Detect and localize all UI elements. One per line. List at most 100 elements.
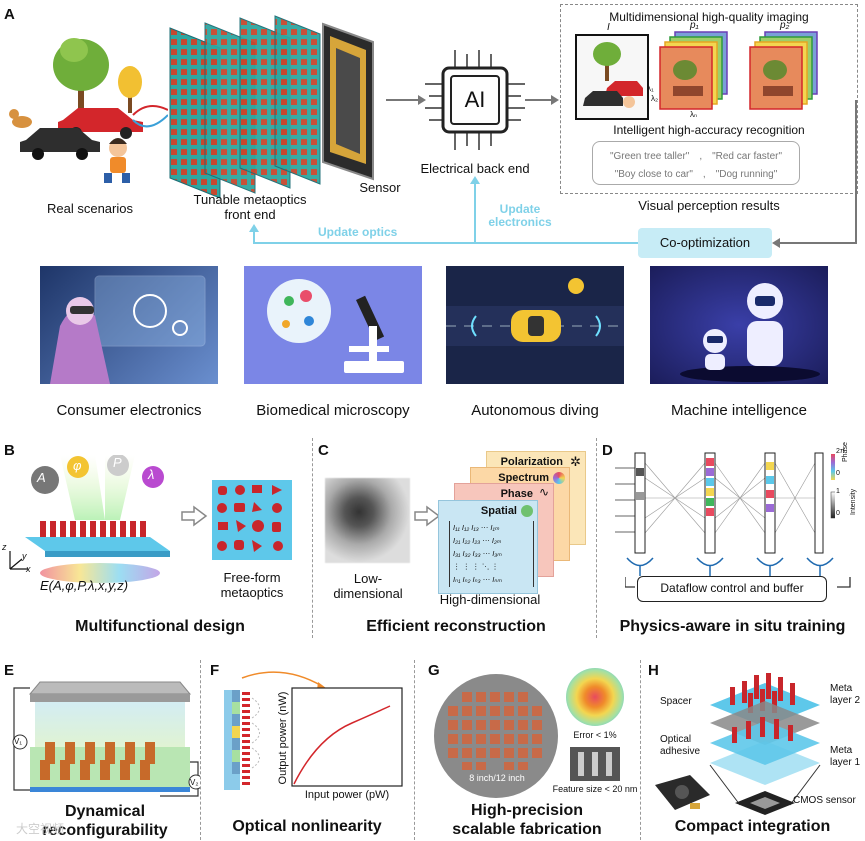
- phase-axis-label: Phase: [842, 442, 849, 462]
- panel-d-title: Physics-aware in situ training: [619, 618, 846, 635]
- recognition-box: "Green tree taller" , "Red car faster" "…: [592, 141, 800, 185]
- matrix-row: I₁₁ I₁₂ I₁₃ ⋯ I₁ₘ: [453, 523, 500, 532]
- panel-g-title-line2: scalable fabrication: [452, 821, 602, 838]
- metaoptics-stack: [169, 15, 321, 199]
- matrix-row: ⋮ ⋮ ⋮ ⋱ ⋮: [453, 562, 499, 571]
- axis-triad: [9, 551, 28, 570]
- electrical-back-end-label: Electrical back end: [420, 161, 530, 176]
- panel-letter-c: C: [318, 442, 329, 459]
- watermark: 大空视频: [16, 822, 65, 836]
- high-dimensional-label: High-dimensional: [439, 592, 541, 607]
- onn-network-diagram: [615, 452, 835, 576]
- metaoptics-label-line2: front end: [224, 207, 276, 222]
- image-intensity-thumb: [575, 34, 649, 120]
- meta-layer-2-line1: Meta: [830, 683, 853, 694]
- layer-phase-label: Phase: [500, 488, 533, 500]
- reconfigurable-device: [12, 681, 200, 797]
- panel-letter-b: B: [4, 442, 15, 459]
- v1-label: V₁: [14, 737, 23, 746]
- polarization-icon: ✲: [570, 454, 581, 469]
- panel-f-title: Optical nonlinearity: [232, 818, 382, 835]
- freeform-label-line1: Free-form: [223, 570, 281, 585]
- field-equation: E(A,φ,P,λ,x,y,z): [40, 578, 129, 593]
- sym-lambda: λ: [148, 467, 155, 482]
- label-p1: p₁: [690, 20, 699, 31]
- update-optics-label: Update optics: [318, 225, 398, 239]
- matrix-row: I₂₁ I₂₂ I₂₃ ⋯ I₂ₘ: [453, 536, 502, 545]
- low-dimensional-label: Low- dimensional: [318, 571, 418, 601]
- wafer-illustration: [434, 674, 558, 798]
- axis-x-label: x: [26, 564, 31, 574]
- meta-layer-1-label: Meta layer 1: [830, 745, 860, 769]
- panel-letter-a: A: [4, 6, 15, 23]
- error-map: [566, 668, 624, 726]
- layer-spatial-label: Spatial: [480, 505, 517, 517]
- label-i: I: [607, 22, 610, 33]
- divider-ef: [200, 660, 201, 840]
- panel-e-title-line1: Dynamical: [64, 803, 146, 820]
- ai-chip-label: AI: [464, 87, 486, 112]
- feature-label: Feature size < 20 nm: [552, 784, 638, 794]
- sensor-illustration: [322, 22, 374, 181]
- layer-polarization-label: Polarization: [500, 456, 563, 468]
- app-image-machine-intelligence: [650, 266, 828, 384]
- spatial-icon: [521, 505, 533, 517]
- metaoptics-label-line1: Tunable metaoptics: [193, 192, 307, 207]
- sym-phi: φ: [73, 458, 82, 473]
- cmos-label: CMOS sensor: [793, 795, 856, 806]
- optical-adhesive-line2: adhesive: [660, 746, 701, 757]
- arrow-b-hollow: [181, 505, 208, 527]
- panel-letter-h: H: [648, 662, 659, 679]
- intensity-bottom-label: 0: [836, 510, 840, 517]
- panel-b-title: Multifunctional design: [75, 618, 245, 635]
- image-stack-p1: [659, 31, 728, 110]
- panel-h-title: Compact integration: [674, 818, 831, 835]
- layer-spectrum-label: Spectrum: [498, 472, 549, 484]
- app-image-consumer-electronics: [40, 266, 218, 384]
- axis-z-label: z: [2, 542, 7, 552]
- divider-cd: [596, 438, 597, 638]
- meta-layer-1-line1: Meta: [830, 745, 853, 756]
- freeform-metaoptics-grid: [212, 480, 292, 560]
- app-label-consumer-electronics: Consumer electronics: [56, 402, 202, 419]
- image-stack-p2: [749, 31, 818, 110]
- panel-g-title-line1: High-precision: [470, 802, 583, 819]
- imaging-title: Multidimensional high-quality imaging: [609, 10, 809, 24]
- intensity-top-label: 1: [836, 488, 840, 495]
- update-electronics-line2: electronics: [488, 215, 552, 229]
- app-label-biomedical-microscopy: Biomedical microscopy: [256, 402, 410, 419]
- update-electronics-label: Update electronics: [480, 203, 560, 229]
- spectrum-icon: [553, 472, 565, 484]
- metaoptics-label: Tunable metaoptics front end: [180, 192, 320, 222]
- recognition-title: Intelligent high-accuracy recognition: [613, 123, 805, 137]
- meta-layer-1-line2: layer 1: [830, 757, 861, 768]
- dataflow-box: Dataflow control and buffer: [637, 576, 827, 602]
- app-image-biomedical-microscopy: [244, 266, 422, 384]
- low-dimensional-line1: Low-: [353, 571, 383, 586]
- panel-g-title: High-precision scalable fabrication: [414, 801, 640, 839]
- meta-layer-2-label: Meta layer 2: [830, 683, 860, 707]
- meta-layer-2-line2: layer 2: [830, 695, 861, 706]
- recognition-row-1: "Green tree taller" , "Red car faster": [609, 151, 783, 162]
- freeform-label-line2: metaoptics: [220, 585, 284, 600]
- metasurface-illustration: [25, 455, 170, 583]
- panel-letter-d: D: [602, 442, 613, 459]
- divider-gh: [640, 660, 641, 840]
- axis-y-label: y: [22, 551, 27, 561]
- freeform-label: Free-form metaoptics: [202, 570, 302, 600]
- update-electronics-line1: Update: [499, 202, 541, 216]
- visual-perception-box: [560, 4, 858, 194]
- wafer-label: 8 inch/12 inch: [469, 773, 525, 783]
- nonlinearity-illustration: [224, 671, 403, 790]
- co-optimization-label: Co-optimization: [659, 235, 751, 250]
- arrow-c-hollow: [414, 505, 441, 527]
- label-lambda-2: λ₂: [651, 94, 659, 103]
- phase-icon: ∿: [538, 485, 549, 499]
- matrix-row: Iₙ₁ Iₙ₂ Iₙ₃ ⋯ Iₙₘ: [453, 575, 503, 584]
- real-scenarios-label: Real scenarios: [47, 201, 133, 216]
- label-p2: p₂: [780, 20, 790, 31]
- panel-c-title: Efficient reconstruction: [366, 618, 546, 635]
- spacer-label: Spacer: [660, 696, 692, 707]
- panel-letter-e: E: [4, 662, 15, 679]
- optical-adhesive-line1: Optical: [660, 734, 692, 745]
